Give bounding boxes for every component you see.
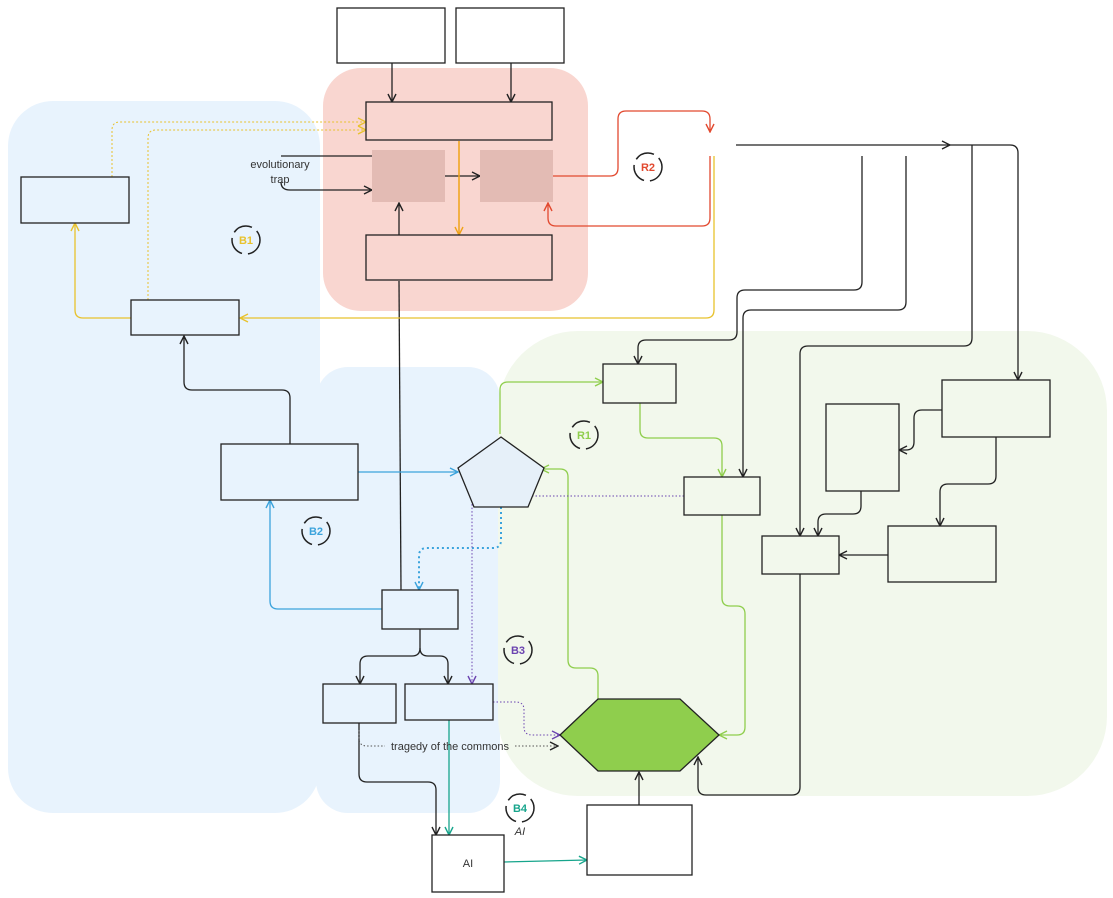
b1-link-feedback-to-b1-box <box>240 156 715 318</box>
loop-r2-label: R2 <box>641 162 655 174</box>
node-inner-left[interactable] <box>372 150 445 202</box>
b4-link-ai-to-bottom-right <box>503 860 587 862</box>
loop-b4-sublabel: AI <box>514 826 525 838</box>
link-split-left <box>360 629 421 684</box>
node-top-process[interactable] <box>365 101 553 141</box>
node-right-mid[interactable] <box>761 535 840 575</box>
loop-b4-label: B4 <box>513 803 528 815</box>
link-main-output-extension <box>950 144 1018 380</box>
annotations: evolutionary trap tragedy of the commons… <box>250 159 509 870</box>
node-bottom-right[interactable] <box>586 804 693 876</box>
loop-b1-label: B1 <box>239 235 253 247</box>
tragedy-dotted-left <box>358 730 385 747</box>
b2-dotted-pentagon-to-center <box>419 507 502 590</box>
r1-link-green-top-to-mid <box>639 403 722 477</box>
zones <box>8 68 1107 813</box>
loop-b1-arrow-icon <box>231 225 261 255</box>
r1-link-mid-to-hexagon <box>719 515 746 735</box>
loop-indicators: B1 R2 R1 B2 B3 B4 AI <box>231 152 663 838</box>
tragedy-of-the-commons-label: tragedy of the commons <box>391 741 510 753</box>
link-trap-lower <box>280 181 372 190</box>
loop-b3: B3 <box>503 635 533 665</box>
loop-b2-arrow-icon <box>301 516 331 546</box>
loop-r1-label: R1 <box>577 430 591 442</box>
b1-link-b1-box-to-left-box <box>75 223 131 319</box>
loop-r2: R2 <box>633 152 663 182</box>
node-bottom-process[interactable] <box>365 234 553 281</box>
node-b1-box[interactable] <box>130 299 240 336</box>
b1-dotted-b1-box-to-top-process <box>147 130 366 300</box>
link-bottom-process-down <box>398 280 402 591</box>
b1-dotted-left-box-to-top-process <box>111 122 366 177</box>
node-center[interactable] <box>381 589 459 630</box>
link-split-right <box>419 647 448 684</box>
b3-dotted-small-right-to-hexagon <box>493 701 560 735</box>
node-green-top[interactable] <box>602 363 677 404</box>
loop-b4-arrow-icon <box>505 793 535 823</box>
loop-r1: R1 <box>569 420 599 450</box>
node-bottom-right-green[interactable] <box>887 525 997 583</box>
b2-link-back-to-left-box <box>270 500 382 610</box>
link-output-to-right-mid <box>800 145 973 536</box>
link-right-top-to-tall <box>899 409 942 450</box>
node-small-left[interactable] <box>322 683 397 724</box>
nodes <box>20 7 1051 893</box>
link-output-to-green-mid <box>743 156 907 477</box>
node-top-left-input[interactable] <box>336 7 446 64</box>
r1-link-hexagon-to-pentagon <box>541 469 599 699</box>
node-pentagon[interactable] <box>457 436 545 508</box>
r2-link-out <box>553 110 710 177</box>
node-green-mid[interactable] <box>683 476 761 516</box>
loop-r2-arrow-icon <box>633 152 663 182</box>
node-mid-left[interactable] <box>220 443 359 501</box>
evolutionary-trap-label-line2: trap <box>271 174 290 186</box>
link-right-mid-to-hexagon <box>698 574 801 796</box>
node-small-right[interactable] <box>404 683 494 721</box>
loop-b4: B4 AI <box>505 793 535 838</box>
node-right-top[interactable] <box>941 379 1051 438</box>
node-top-right-input[interactable] <box>455 7 565 64</box>
link-tall-to-right-mid <box>818 491 862 536</box>
r2-link-back <box>548 156 711 227</box>
loop-b2-label: B2 <box>309 526 323 538</box>
link-small-left-to-ai <box>358 723 436 835</box>
node-left-outer[interactable] <box>20 176 130 224</box>
evolutionary-trap-label-line1: evolutionary <box>250 159 310 171</box>
r1-link-to-green-top <box>499 382 603 434</box>
node-tall[interactable] <box>825 403 900 492</box>
node-ai[interactable] <box>431 834 505 893</box>
node-inner-right[interactable] <box>480 150 553 202</box>
connectors <box>75 63 1018 862</box>
link-output-to-green-top <box>638 156 863 364</box>
loop-b1: B1 <box>231 225 261 255</box>
ai-node-label: AI <box>463 858 473 870</box>
loop-b3-label: B3 <box>511 645 525 657</box>
loop-b3-arrow-icon <box>503 635 533 665</box>
zone-blue-left <box>8 101 320 813</box>
node-hexagon[interactable] <box>559 698 720 772</box>
link-mid-left-to-b1-box <box>184 336 291 444</box>
link-right-top-to-bottom-right <box>940 437 997 526</box>
loop-r1-arrow-icon <box>569 420 599 450</box>
loop-b2: B2 <box>301 516 331 546</box>
